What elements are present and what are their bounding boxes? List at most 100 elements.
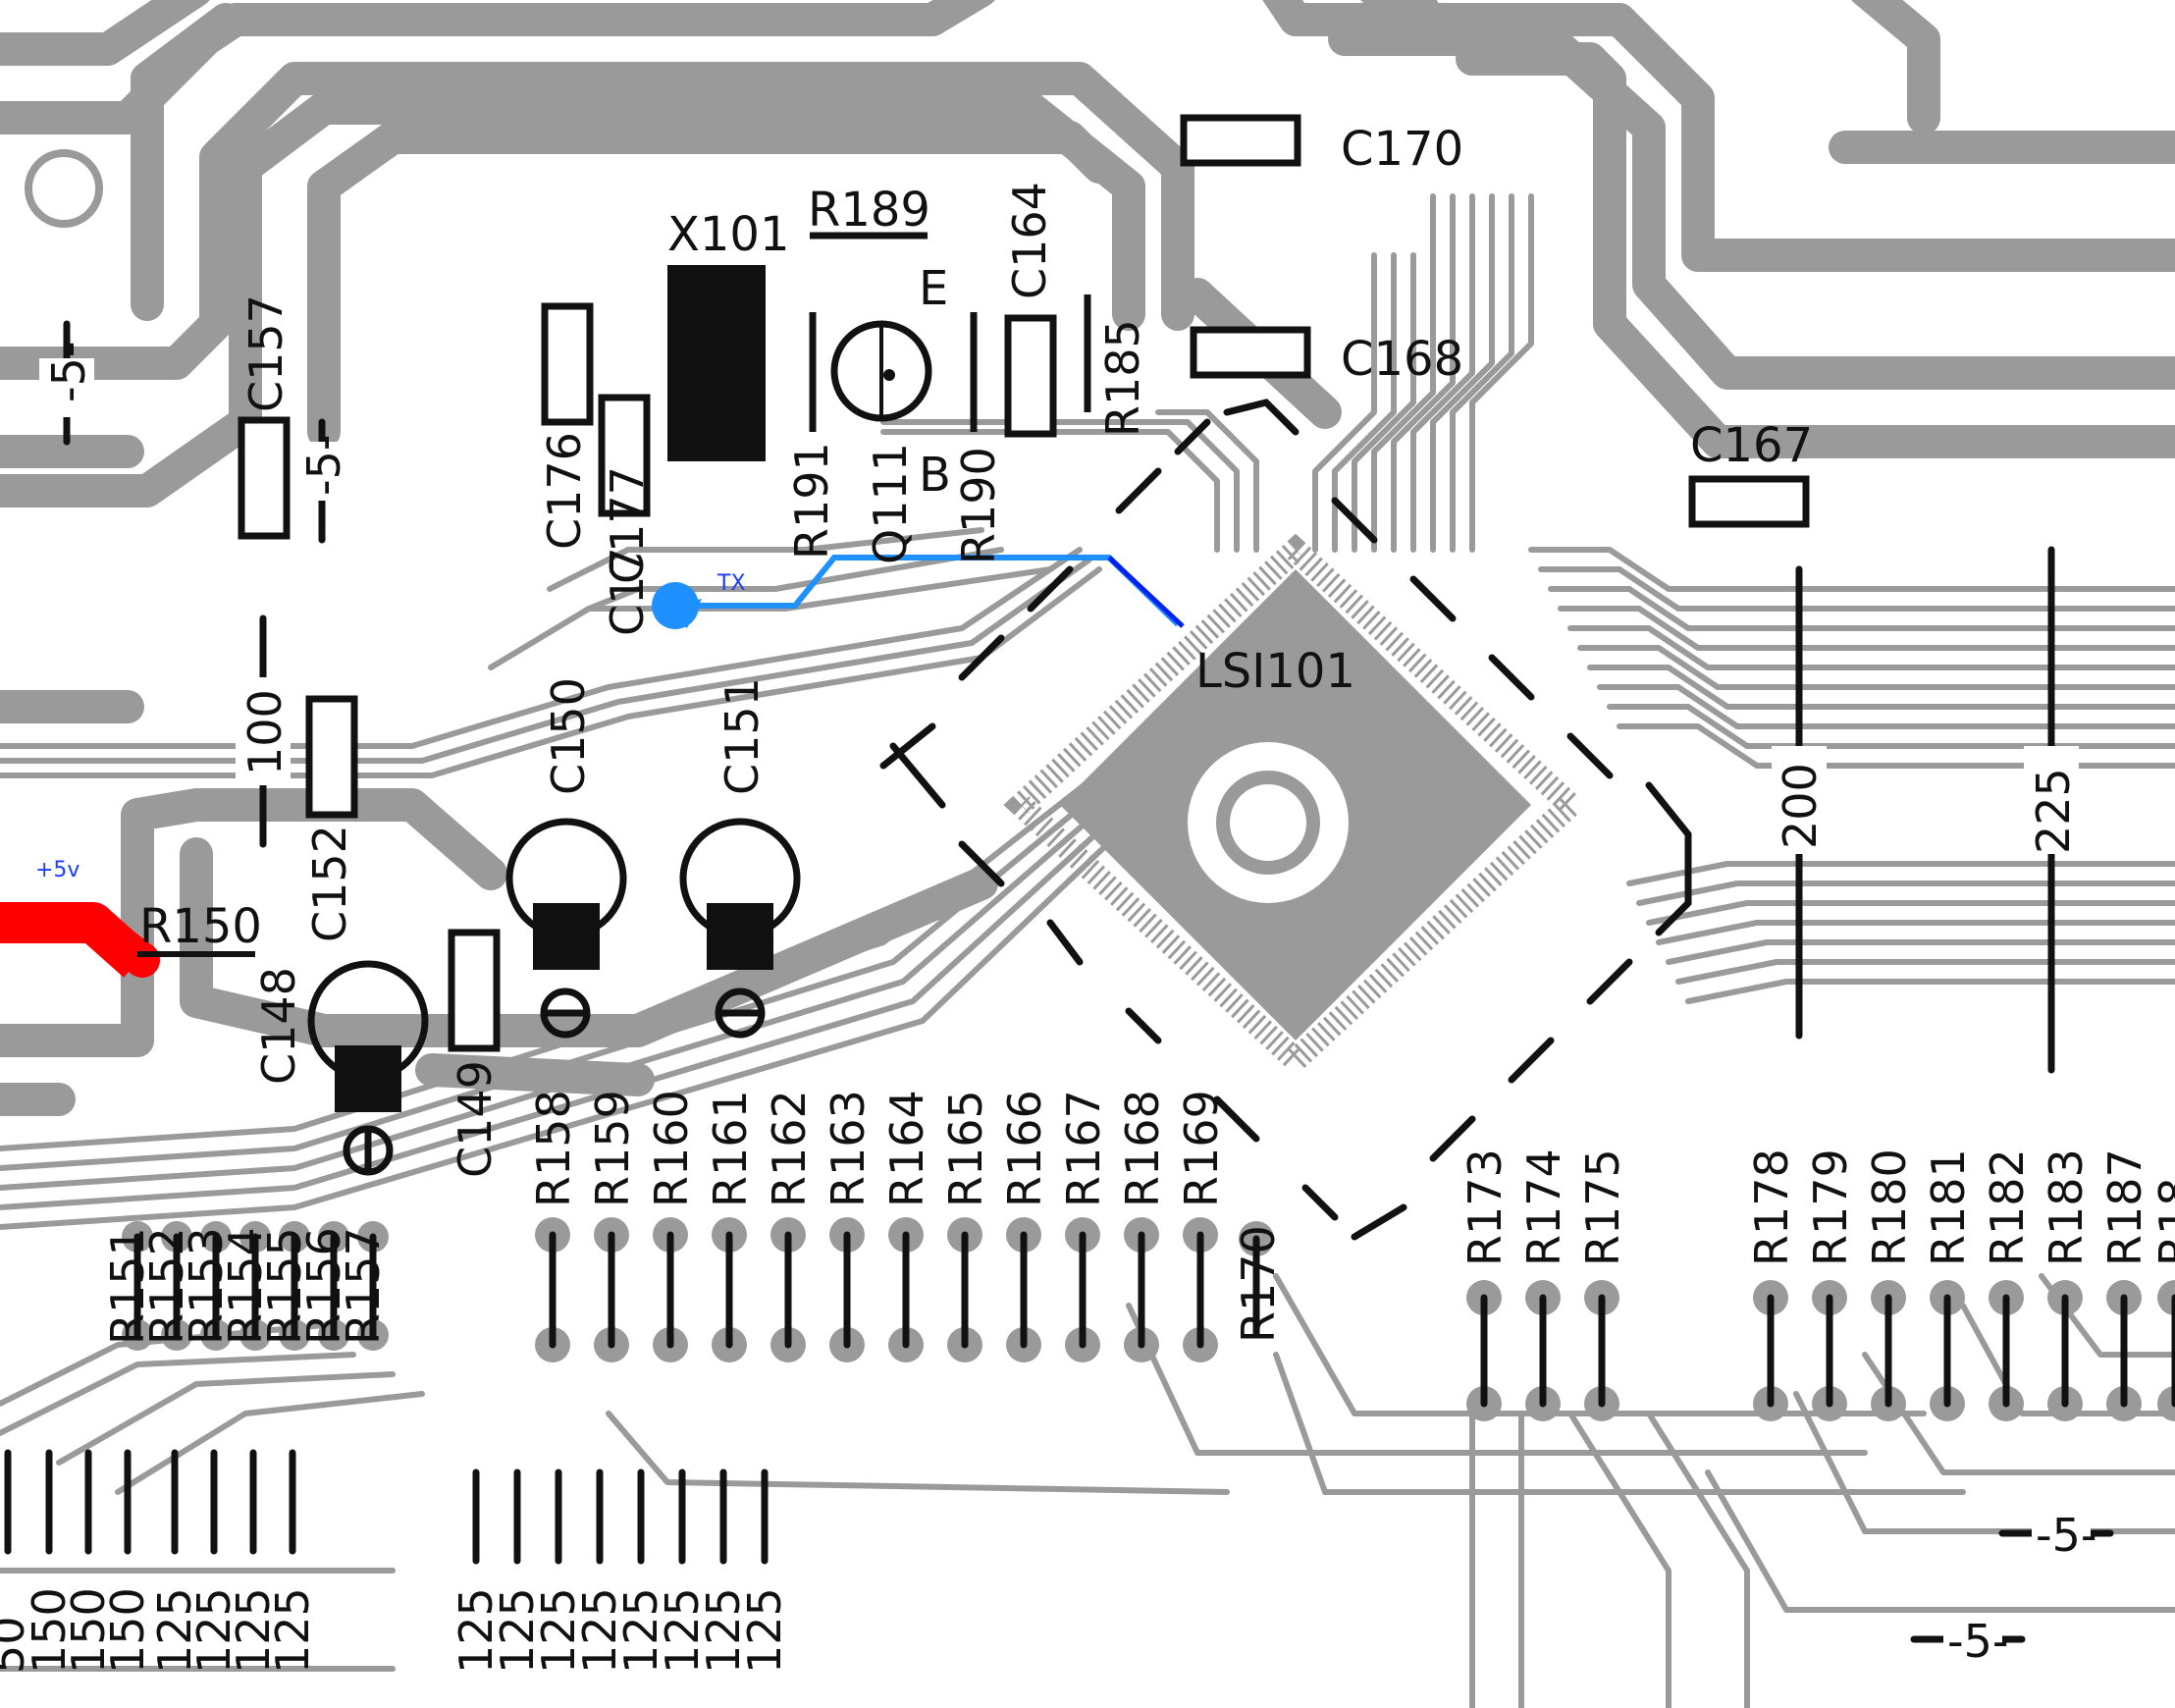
label-c150: C150 <box>542 677 595 795</box>
dim-100: 100 <box>239 689 292 775</box>
bottom-value-left-7: 125 <box>266 1587 319 1674</box>
bottom-value-left-1: 150 <box>23 1587 76 1674</box>
label-c17: C17 <box>601 547 654 636</box>
bottom-value-mid-6: 125 <box>697 1587 750 1674</box>
dim-5-left-b: -5- <box>297 435 350 496</box>
bottom-value-left-5: 125 <box>187 1587 240 1674</box>
cap-c177 <box>598 394 651 517</box>
mounting-hole <box>25 149 103 228</box>
label-r161: R161 <box>704 1090 757 1207</box>
label-net-tx: TX <box>716 571 746 596</box>
label-net-5v: +5v <box>35 858 80 882</box>
cap-c151 <box>679 818 801 1039</box>
label-c151: C151 <box>716 677 769 795</box>
chip-silkscreen-outline <box>879 399 1692 1241</box>
label-r173: R173 <box>1459 1148 1512 1266</box>
dim-5-bottom-a: -5- <box>2036 1509 2096 1562</box>
label-r180: R180 <box>1863 1148 1916 1266</box>
cap-c168 <box>1190 326 1311 379</box>
copper-traces-top <box>0 0 2175 507</box>
bottom-resistor-lines <box>4 1449 769 1565</box>
label-r152: R152 <box>140 1227 193 1345</box>
label-r181: R181 <box>1922 1148 1975 1266</box>
label-c167: C167 <box>1690 418 1813 473</box>
cap-c157 <box>238 416 291 540</box>
dim-5-left-a: -5- <box>42 342 95 402</box>
label-c176: C176 <box>538 432 591 550</box>
label-r151: R151 <box>101 1227 154 1345</box>
resistor-pads-left <box>122 1221 389 1351</box>
label-q111-e: E <box>919 261 948 316</box>
label-c148: C148 <box>252 967 305 1085</box>
cap-c148 <box>307 960 429 1176</box>
bottom-value-left-0: 50 <box>0 1616 34 1674</box>
copper-traces-left <box>0 278 1342 1116</box>
label-r18: R18 <box>2149 1178 2175 1267</box>
cap-c152 <box>305 695 358 819</box>
label-r168: R168 <box>1116 1090 1169 1207</box>
label-r164: R164 <box>880 1090 933 1207</box>
dim-5-bottom-b: -5- <box>1947 1615 2008 1668</box>
dim-200: 200 <box>1774 763 1827 849</box>
label-c170: C170 <box>1341 122 1463 177</box>
label-r157: R157 <box>337 1227 390 1345</box>
label-r154: R154 <box>219 1227 272 1345</box>
bottom-value-mid-1: 125 <box>491 1587 544 1674</box>
copper-traces-fan-lower <box>0 527 1151 1230</box>
label-r153: R153 <box>180 1227 233 1345</box>
label-r183: R183 <box>2040 1148 2093 1266</box>
label-r190: R190 <box>952 447 1005 564</box>
copper-traces-bottom <box>0 1273 2175 1708</box>
cap-c167 <box>1688 475 1810 528</box>
bottom-value-mid-3: 125 <box>573 1587 626 1674</box>
label-r189: R189 <box>808 183 930 238</box>
label-r166: R166 <box>998 1090 1051 1207</box>
bottom-value-left-4: 125 <box>148 1587 201 1674</box>
label-r160: R160 <box>645 1090 698 1207</box>
label-r187: R187 <box>2098 1148 2151 1266</box>
label-c164: C164 <box>1003 182 1056 299</box>
label-r158: R158 <box>527 1090 580 1207</box>
copper-traces-right <box>1528 547 2175 1004</box>
label-r156: R156 <box>297 1227 350 1345</box>
label-r174: R174 <box>1517 1148 1570 1266</box>
bottom-value-mid-0: 125 <box>450 1587 503 1674</box>
label-crystal: X101 <box>667 207 790 262</box>
label-r163: R163 <box>822 1090 875 1207</box>
label-r167: R167 <box>1057 1090 1110 1207</box>
bottom-value-mid-4: 125 <box>614 1587 667 1674</box>
label-r162: R162 <box>763 1090 816 1207</box>
cap-c150 <box>505 818 627 1039</box>
label-r175: R175 <box>1576 1148 1629 1266</box>
label-r159: R159 <box>586 1090 639 1207</box>
bottom-value-left-6: 125 <box>227 1587 280 1674</box>
bottom-value-left-3: 150 <box>101 1587 154 1674</box>
label-c157: C157 <box>239 294 292 412</box>
label-r169: R169 <box>1175 1090 1228 1207</box>
label-r182: R182 <box>1981 1148 2034 1266</box>
cap-c170 <box>1180 114 1301 167</box>
label-q111: Q111 <box>864 443 917 564</box>
label-c177: C177 <box>601 466 654 584</box>
transistor-q111 <box>830 320 932 422</box>
bottom-value-mid-2: 125 <box>532 1587 585 1674</box>
label-r191: R191 <box>785 442 838 560</box>
label-r155: R155 <box>258 1227 311 1345</box>
label-r150: R150 <box>139 899 262 954</box>
label-c149: C149 <box>449 1060 502 1178</box>
label-r165: R165 <box>939 1090 992 1207</box>
label-r179: R179 <box>1804 1148 1857 1266</box>
resistor-pads-right <box>1239 1221 2175 1421</box>
net-tx <box>652 555 1185 629</box>
crystal-x101 <box>667 265 766 461</box>
lsi-chip <box>1003 533 1588 1077</box>
label-lsi101: LSI101 <box>1195 644 1355 699</box>
cap-c164 <box>1004 314 1057 438</box>
cap-c176 <box>541 302 594 426</box>
label-q111-b: B <box>919 448 951 503</box>
label-r178: R178 <box>1745 1148 1798 1266</box>
cap-c149 <box>448 929 501 1052</box>
